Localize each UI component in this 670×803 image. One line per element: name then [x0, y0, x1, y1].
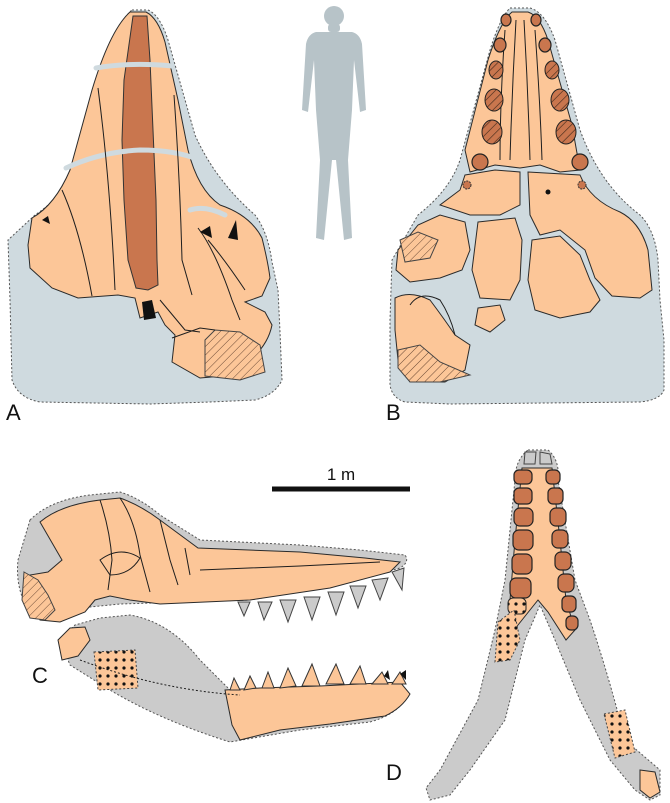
skull-lateral-suture-4: [184, 547, 191, 576]
mandible-lateral-dotted-fragment: [93, 649, 139, 691]
panel-label-c: C: [32, 663, 48, 688]
mandible-lateral-condyle: [57, 626, 91, 661]
skull-ventral-palate-line-1: [509, 19, 517, 161]
panel-label-d: D: [386, 760, 402, 785]
skull-dorsal-crack-1: [93, 61, 175, 71]
human-silhouette: [302, 6, 366, 240]
skull-dorsal-crack-2: [63, 147, 203, 171]
mandible-dorsal-left-alveoli: [507, 469, 534, 615]
skull-lateral-bone: [29, 497, 402, 623]
skull-ventral-view: [389, 7, 665, 405]
skull-dorsal-suture-1: [97, 87, 116, 291]
skull-ventral-alveoli: [462, 13, 589, 195]
mandible-dorsal-right-alveoli: [545, 469, 579, 631]
skull-ventral-pterygoid: [527, 235, 601, 319]
skull-dorsal-occipital-outline: [171, 327, 216, 339]
panel-label-b: B: [386, 400, 401, 425]
skull-dorsal-foramen-3: [42, 216, 50, 224]
skull-ventral-damaged-area-2: [399, 231, 439, 263]
skull-lateral-suture-1: [99, 499, 113, 591]
skull-ventral-palatine: [471, 217, 523, 301]
mandible-dorsal-tip: [639, 769, 661, 799]
mandible-dorsal-tip-alveolus-1: [523, 451, 537, 465]
skull-dorsal-suture-6: [159, 299, 201, 333]
skull-dorsal-suture-2: [173, 94, 193, 296]
mandible-dorsal-dotted-fragment-right: [603, 709, 636, 759]
skull-dorsal-suture-3: [61, 189, 93, 297]
skull-lateral-suture-2: [119, 497, 151, 593]
skull-lateral-orbit: [99, 551, 141, 576]
skull-dorsal-view: [7, 9, 283, 405]
skull-ventral-left-outline: [409, 295, 456, 336]
skull-dorsal-suture-5: [207, 239, 246, 291]
mandible-lateral-canal: [79, 659, 241, 696]
scale-bar: 1 m: [272, 465, 410, 492]
skull-ventral-left-maxilla: [438, 169, 521, 216]
skull-ventral-right-maxilla: [527, 171, 653, 299]
panel-label-a: A: [6, 400, 21, 425]
skull-dorsal-crack-3: [187, 205, 228, 218]
mandible-lateral-bone: [224, 681, 411, 741]
skull-dorsal-foramen-1: [200, 226, 212, 238]
mandible-dorsal-tip-alveolus-2: [539, 451, 553, 465]
skull-ventral-palate-line-4: [534, 29, 543, 161]
skull-dorsal-suture-4: [197, 227, 241, 321]
skull-lateral-damaged-area: [21, 571, 56, 621]
skull-ventral-condyle: [474, 304, 506, 333]
skull-lateral-view: [17, 491, 408, 624]
skull-lateral-upper-teeth: [237, 567, 405, 624]
skull-ventral-palate-line-2: [523, 19, 531, 161]
skull-ventral-damaged-area-1: [397, 344, 472, 383]
skull-dorsal-foramen-2: [228, 220, 238, 240]
mandible-lateral-view: [57, 614, 411, 743]
skull-dorsal-damaged-area: [204, 329, 266, 381]
scale-bar-label: 1 m: [327, 465, 355, 484]
skull-lateral-rostrum-line: [199, 561, 381, 571]
mandible-dorsal-view: [425, 449, 661, 801]
mandible-lateral-teeth: [229, 662, 407, 691]
skull-lateral-suture-3: [159, 519, 179, 586]
skull-dorsal-blowhole: [142, 300, 156, 320]
mandible-dorsal-dotted-fragment-left: [494, 609, 521, 663]
